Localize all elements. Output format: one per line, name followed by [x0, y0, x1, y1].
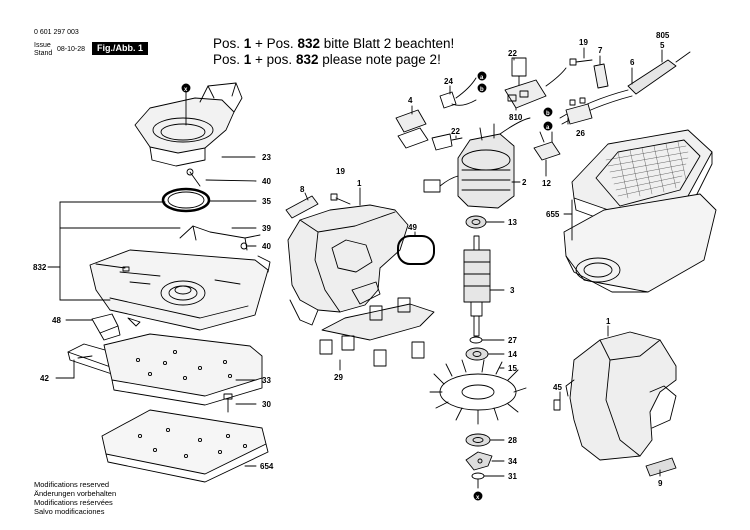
label-a-2: a	[546, 125, 550, 131]
label-655: 655	[546, 210, 560, 219]
label-1-b: 1	[606, 317, 611, 326]
label-8: 8	[300, 185, 305, 194]
label-19-b: 19	[579, 38, 588, 47]
label-31: 31	[508, 472, 517, 481]
issue-date: 08-10-28	[57, 46, 86, 53]
dust-box-655	[563, 129, 717, 293]
label-30: 30	[262, 400, 271, 409]
gasket-49	[397, 235, 435, 265]
part-number: 0 601 297 003	[34, 29, 79, 36]
label-35: 35	[262, 197, 271, 206]
label-9: 9	[658, 479, 663, 488]
switch-cover-4	[395, 109, 429, 149]
issue-label: Issue	[34, 42, 51, 49]
clamp-bracket-39	[179, 225, 271, 273]
note-english: Pos. 1 + pos. 832 please note page 2!	[213, 52, 441, 67]
base-plate-832	[89, 249, 269, 331]
label-5: 5	[660, 41, 665, 50]
screw-19-right	[569, 58, 593, 66]
bearing-28	[465, 433, 491, 447]
label-12: 12	[542, 179, 551, 188]
label-48: 48	[52, 316, 61, 325]
capacitor-12	[533, 131, 561, 161]
label-42: 42	[40, 374, 49, 383]
label-805: 805	[656, 31, 670, 40]
footer-line-de: Änderungen vorbehalten	[34, 489, 117, 498]
screw-31	[471, 472, 485, 489]
stator-2	[457, 117, 531, 209]
label-24: 24	[444, 77, 453, 86]
sanding-sheet-654	[101, 409, 269, 483]
label-49: 49	[408, 223, 417, 232]
bearing-14	[465, 347, 489, 361]
label-plate-8	[285, 195, 319, 219]
cable-sleeve-5	[627, 51, 691, 95]
housing-1-right	[565, 331, 677, 461]
label-34: 34	[508, 457, 517, 466]
pin-45	[553, 399, 561, 411]
retaining-ring-27	[469, 336, 483, 344]
label-22-a: 22	[508, 49, 517, 58]
label-28: 28	[508, 436, 517, 445]
nameplate-9	[645, 457, 677, 477]
label-654: 654	[260, 462, 274, 471]
label-a-1: a	[480, 75, 484, 81]
terminal-block-26	[565, 97, 593, 125]
switch-24	[439, 77, 477, 109]
figure-label: Fig./Abb. 1	[92, 42, 148, 55]
screw-30	[223, 393, 233, 413]
label-810: 810	[509, 113, 523, 122]
label-23: 23	[262, 153, 271, 162]
footer-line-es: Salvo modificaciones	[34, 507, 105, 516]
rubber-feet-29	[319, 297, 435, 367]
label-26: 26	[576, 129, 585, 138]
label-2: 2	[522, 178, 527, 187]
filter-grid	[605, 141, 689, 199]
label-7: 7	[598, 46, 603, 55]
fan-15	[429, 359, 527, 425]
label-6: 6	[630, 58, 635, 67]
label-13: 13	[508, 218, 517, 227]
armature-3	[463, 235, 491, 337]
footer-line-fr: Modifications reśervées	[34, 498, 113, 507]
housing-1	[287, 204, 409, 326]
stand-label: Stand	[34, 50, 53, 57]
label-40-a: 40	[262, 177, 271, 186]
eccentric-34	[465, 451, 493, 471]
clip-48	[91, 313, 141, 341]
screw-19-center	[330, 193, 351, 205]
screw-40-top	[186, 168, 201, 187]
label-40-b: 40	[262, 242, 271, 251]
label-19-a: 19	[336, 167, 345, 176]
sealing-ring-35	[161, 187, 211, 213]
cable-clamp-7	[593, 63, 609, 89]
label-832: 832	[33, 263, 47, 272]
footer-line-en: Modifications reserved	[34, 480, 110, 489]
dust-adapter-23	[134, 82, 243, 167]
bearing-13	[465, 215, 487, 229]
label-3: 3	[510, 286, 515, 295]
label-45: 45	[553, 383, 562, 392]
label-29: 29	[334, 373, 343, 382]
label-14: 14	[508, 350, 517, 359]
label-4: 4	[408, 96, 413, 105]
label-39: 39	[262, 224, 271, 233]
label-b-1: b	[480, 87, 484, 93]
note-german: Pos. 1 + Pos. 832 bitte Blatt 2 beachten…	[213, 36, 455, 51]
label-1-a: 1	[357, 179, 362, 188]
label-b-2: b	[546, 111, 550, 117]
brush-holder-22-left	[431, 133, 463, 151]
label-27: 27	[508, 336, 517, 345]
label-15: 15	[508, 364, 517, 373]
label-x-top: x	[184, 87, 188, 93]
sanding-plate-33	[103, 333, 263, 406]
label-x-bottom: x	[476, 495, 480, 501]
connector-plug	[423, 175, 459, 193]
label-22-b: 22	[451, 127, 460, 136]
switch-module-810	[504, 67, 567, 109]
label-33: 33	[262, 376, 271, 385]
